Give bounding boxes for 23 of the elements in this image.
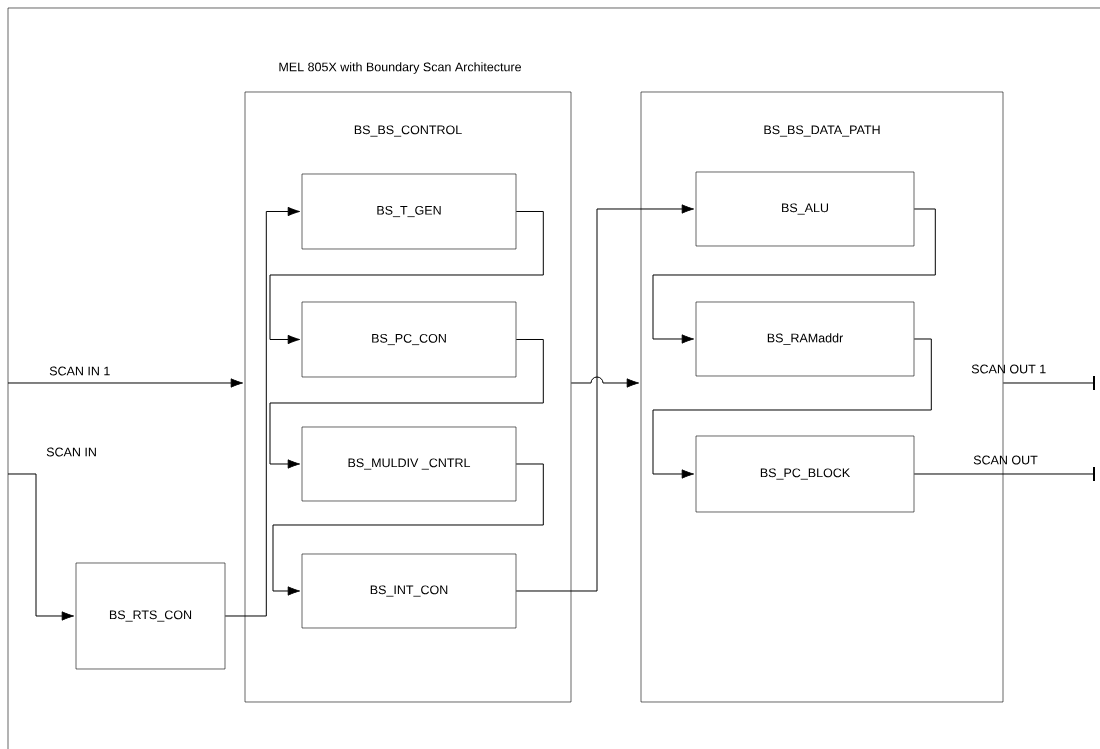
module-box: BS_T_GEN (301, 173, 517, 250)
arrow (570, 376, 640, 388)
module-box: BS_ALU (695, 171, 915, 247)
module-box: BS_MULDIV _CNTRL (301, 426, 517, 502)
module-box: BS_PC_BLOCK (695, 435, 915, 513)
module-box: BS_RAMaddr (695, 301, 915, 377)
module-box: BS_RTS_CON (75, 562, 226, 670)
module-box: BS_INT_CON (301, 553, 517, 629)
arrow (269, 339, 544, 469)
arrow (272, 463, 544, 596)
arrow (515, 204, 695, 592)
arrow (652, 338, 932, 479)
module-box: BS_PC_CON (301, 301, 517, 378)
signal-label: SCAN IN 1 (49, 366, 110, 376)
signal-label: SCAN OUT (973, 455, 1038, 465)
arrow (7, 378, 244, 388)
arrow (224, 206, 301, 617)
signal-label: SCAN IN (46, 447, 96, 457)
arrow (269, 211, 544, 345)
arrow (652, 208, 936, 344)
arrow (7, 473, 75, 621)
signal-label: SCAN OUT 1 (971, 364, 1046, 374)
title: MEL 805X with Boundary Scan Architecture (279, 62, 521, 74)
